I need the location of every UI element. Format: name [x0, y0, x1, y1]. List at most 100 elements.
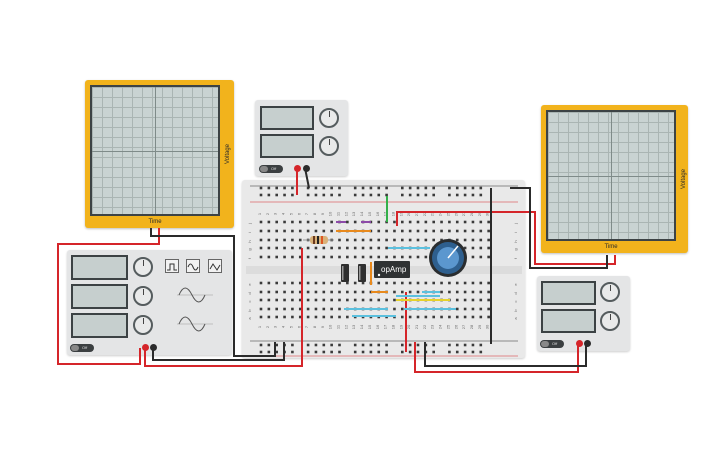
- breadboard-hole[interactable]: [330, 246, 333, 250]
- breadboard-hole[interactable]: [471, 193, 475, 197]
- breadboard-hole[interactable]: [369, 186, 373, 190]
- breadboard-hole[interactable]: [267, 290, 271, 294]
- breadboard-hole[interactable]: [479, 281, 483, 285]
- breadboard-hole[interactable]: [424, 229, 428, 233]
- breadboard-hole[interactable]: [291, 220, 294, 224]
- breadboard-hole[interactable]: [471, 343, 475, 347]
- breadboard-hole[interactable]: [393, 307, 396, 311]
- breadboard-hole[interactable]: [385, 255, 388, 259]
- breadboard-hole[interactable]: [353, 290, 357, 294]
- breadboard-hole[interactable]: [330, 298, 333, 302]
- breadboard-hole[interactable]: [487, 255, 490, 259]
- breadboard-hole[interactable]: [385, 246, 388, 250]
- breadboard-hole[interactable]: [338, 343, 341, 347]
- breadboard-hole[interactable]: [479, 307, 483, 311]
- breadboard-hole[interactable]: [448, 281, 451, 285]
- breadboard-hole[interactable]: [298, 281, 302, 285]
- amplitude-knob[interactable]: [133, 286, 153, 306]
- generator-negative-terminal[interactable]: [150, 344, 157, 351]
- breadboard-hole[interactable]: [322, 255, 326, 259]
- breadboard-hole[interactable]: [385, 281, 388, 285]
- breadboard-hole[interactable]: [283, 193, 286, 197]
- breadboard-hole[interactable]: [322, 281, 326, 285]
- breadboard-hole[interactable]: [330, 307, 333, 311]
- breadboard-hole[interactable]: [330, 193, 333, 197]
- breadboard-hole[interactable]: [361, 281, 365, 285]
- breadboard-hole[interactable]: [471, 238, 475, 242]
- breadboard-hole[interactable]: [448, 186, 451, 190]
- breadboard-hole[interactable]: [393, 281, 396, 285]
- breadboard-hole[interactable]: [455, 220, 459, 224]
- breadboard-hole[interactable]: [416, 220, 420, 224]
- breadboard-hole[interactable]: [408, 255, 412, 259]
- breadboard-hole[interactable]: [283, 220, 286, 224]
- breadboard-hole[interactable]: [275, 298, 278, 302]
- breadboard-hole[interactable]: [455, 315, 459, 319]
- breadboard-hole[interactable]: [314, 307, 318, 311]
- breadboard-hole[interactable]: [424, 315, 428, 319]
- breadboard-hole[interactable]: [487, 298, 490, 302]
- breadboard-hole[interactable]: [448, 350, 451, 354]
- breadboard-hole[interactable]: [306, 255, 310, 259]
- breadboard-hole[interactable]: [424, 193, 428, 197]
- breadboard-hole[interactable]: [346, 281, 349, 285]
- breadboard-hole[interactable]: [424, 238, 428, 242]
- breadboard-hole[interactable]: [330, 315, 333, 319]
- breadboard-hole[interactable]: [385, 186, 388, 190]
- breadboard-hole[interactable]: [259, 343, 263, 347]
- breadboard-hole[interactable]: [440, 315, 443, 319]
- breadboard-hole[interactable]: [408, 290, 412, 294]
- breadboard-hole[interactable]: [408, 220, 412, 224]
- breadboard-hole[interactable]: [479, 246, 483, 250]
- breadboard-hole[interactable]: [385, 350, 388, 354]
- breadboard-hole[interactable]: [338, 290, 341, 294]
- breadboard-hole[interactable]: [471, 290, 475, 294]
- breadboard-hole[interactable]: [306, 246, 310, 250]
- breadboard-hole[interactable]: [361, 238, 365, 242]
- breadboard-hole[interactable]: [432, 238, 435, 242]
- breadboard-hole[interactable]: [432, 343, 435, 347]
- breadboard-hole[interactable]: [267, 193, 271, 197]
- breadboard-hole[interactable]: [267, 186, 271, 190]
- breadboard-hole[interactable]: [487, 229, 490, 233]
- positive-terminal[interactable]: [576, 340, 583, 347]
- breadboard-hole[interactable]: [298, 229, 302, 233]
- breadboard-hole[interactable]: [306, 350, 310, 354]
- breadboard-hole[interactable]: [314, 281, 318, 285]
- breadboard-hole[interactable]: [479, 238, 483, 242]
- breadboard-hole[interactable]: [424, 281, 428, 285]
- breadboard-hole[interactable]: [330, 350, 333, 354]
- breadboard-hole[interactable]: [385, 238, 388, 242]
- breadboard-hole[interactable]: [463, 290, 467, 294]
- breadboard-hole[interactable]: [330, 220, 333, 224]
- breadboard-hole[interactable]: [361, 298, 365, 302]
- breadboard-hole[interactable]: [330, 255, 333, 259]
- breadboard-hole[interactable]: [314, 315, 318, 319]
- breadboard-hole[interactable]: [401, 193, 404, 197]
- breadboard-hole[interactable]: [291, 238, 294, 242]
- breadboard-hole[interactable]: [401, 315, 404, 319]
- breadboard-hole[interactable]: [353, 281, 357, 285]
- function-generator[interactable]: Off: [67, 250, 232, 355]
- breadboard-hole[interactable]: [291, 281, 294, 285]
- breadboard-hole[interactable]: [471, 281, 475, 285]
- breadboard-hole[interactable]: [259, 186, 263, 190]
- breadboard-hole[interactable]: [455, 238, 459, 242]
- breadboard-hole[interactable]: [330, 343, 333, 347]
- breadboard-hole[interactable]: [306, 290, 310, 294]
- breadboard-hole[interactable]: [346, 298, 349, 302]
- breadboard-hole[interactable]: [314, 193, 318, 197]
- breadboard-hole[interactable]: [267, 281, 271, 285]
- breadboard-hole[interactable]: [259, 281, 263, 285]
- breadboard-hole[interactable]: [283, 307, 286, 311]
- breadboard-hole[interactable]: [385, 193, 388, 197]
- breadboard-hole[interactable]: [471, 307, 475, 311]
- breadboard-hole[interactable]: [448, 343, 451, 347]
- breadboard-hole[interactable]: [416, 238, 420, 242]
- breadboard-hole[interactable]: [259, 238, 263, 242]
- breadboard-hole[interactable]: [322, 193, 326, 197]
- breadboard-hole[interactable]: [346, 255, 349, 259]
- breadboard-hole[interactable]: [275, 193, 278, 197]
- breadboard-hole[interactable]: [291, 307, 294, 311]
